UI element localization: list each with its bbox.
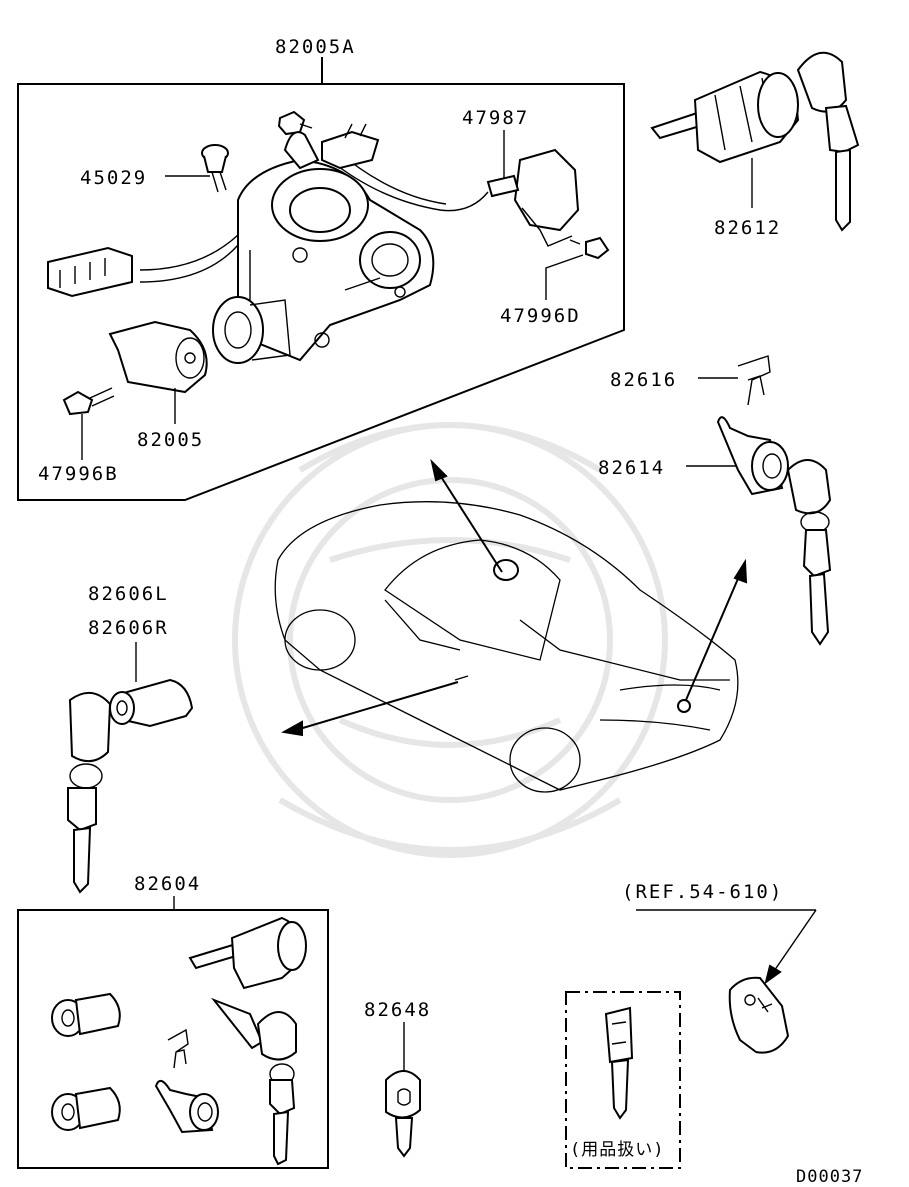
label-ref: (REF.54-610) bbox=[622, 881, 783, 903]
label-47987: 47987 bbox=[462, 107, 529, 129]
door-key-icon bbox=[67, 692, 112, 894]
trunk-lock-group: 82616 82614 bbox=[598, 355, 832, 646]
door-cylinder-group: 82606L 82606R bbox=[67, 583, 194, 894]
label-82612: 82612 bbox=[714, 217, 781, 239]
label-82005A: 82005A bbox=[275, 36, 356, 58]
key-icon bbox=[796, 51, 860, 232]
lock-set-82604-group: 82604 bbox=[17, 873, 329, 1169]
trunk-key-icon bbox=[786, 459, 832, 646]
callout-arrows bbox=[281, 458, 748, 737]
set-door-cylinder-2-icon bbox=[51, 1086, 121, 1131]
set-key-icon bbox=[210, 997, 297, 1166]
key-cylinder-icon bbox=[108, 320, 208, 394]
label-82614: 82614 bbox=[598, 457, 665, 479]
label-82604: 82604 bbox=[134, 873, 201, 895]
set-door-cylinder-1-icon bbox=[51, 992, 121, 1037]
nut-icon bbox=[277, 110, 313, 136]
trunk-cylinder-icon bbox=[716, 416, 789, 496]
label-45029: 45029 bbox=[80, 167, 147, 189]
connector-left-icon bbox=[47, 246, 133, 298]
screw-icon bbox=[569, 236, 610, 260]
logo-watermark bbox=[232, 422, 668, 858]
assembly-frame bbox=[17, 83, 625, 501]
key-fob-icon bbox=[728, 976, 790, 1054]
accessory-key-icon bbox=[604, 1006, 634, 1120]
diagram-code: D00037 bbox=[796, 1167, 863, 1187]
transponder-key-icon bbox=[385, 1070, 421, 1158]
ignition-switch-assembly-group: 82005A 45029 47987 47996D bbox=[17, 36, 625, 501]
accessory-key-group: (用品扱い) bbox=[565, 991, 681, 1169]
label-82005: 82005 bbox=[137, 429, 204, 451]
set-ignition-cylinder-icon bbox=[188, 916, 307, 990]
label-82606L: 82606L bbox=[88, 583, 169, 605]
label-47996B: 47996B bbox=[38, 463, 119, 485]
steering-lock-body-icon bbox=[237, 131, 435, 362]
connector-top-icon bbox=[321, 123, 380, 170]
clip-icon bbox=[737, 355, 771, 406]
label-82648: 82648 bbox=[364, 999, 431, 1021]
screw-47996B-icon bbox=[62, 387, 115, 416]
key-fob-group: (REF.54-610) bbox=[622, 881, 817, 1054]
key-cylinder-cap-icon bbox=[212, 296, 291, 364]
label-note-jp: (用品扱い) bbox=[570, 1140, 664, 1160]
key-reminder-switch-icon bbox=[486, 148, 580, 247]
set-clip-icon bbox=[167, 1028, 189, 1069]
label-47996D: 47996D bbox=[500, 305, 581, 327]
car-body-icon bbox=[274, 501, 739, 793]
ignition-cylinder-82612-group: 82612 bbox=[650, 51, 860, 239]
lock-set-frame bbox=[17, 909, 329, 1169]
door-cylinder-icon bbox=[109, 678, 194, 728]
key-82648-group: 82648 bbox=[364, 999, 431, 1158]
label-82606R: 82606R bbox=[88, 617, 169, 639]
label-82616: 82616 bbox=[610, 369, 677, 391]
set-trunk-cylinder-icon bbox=[154, 1079, 219, 1134]
bolt-icon bbox=[201, 144, 229, 193]
accessory-frame bbox=[565, 991, 681, 1169]
